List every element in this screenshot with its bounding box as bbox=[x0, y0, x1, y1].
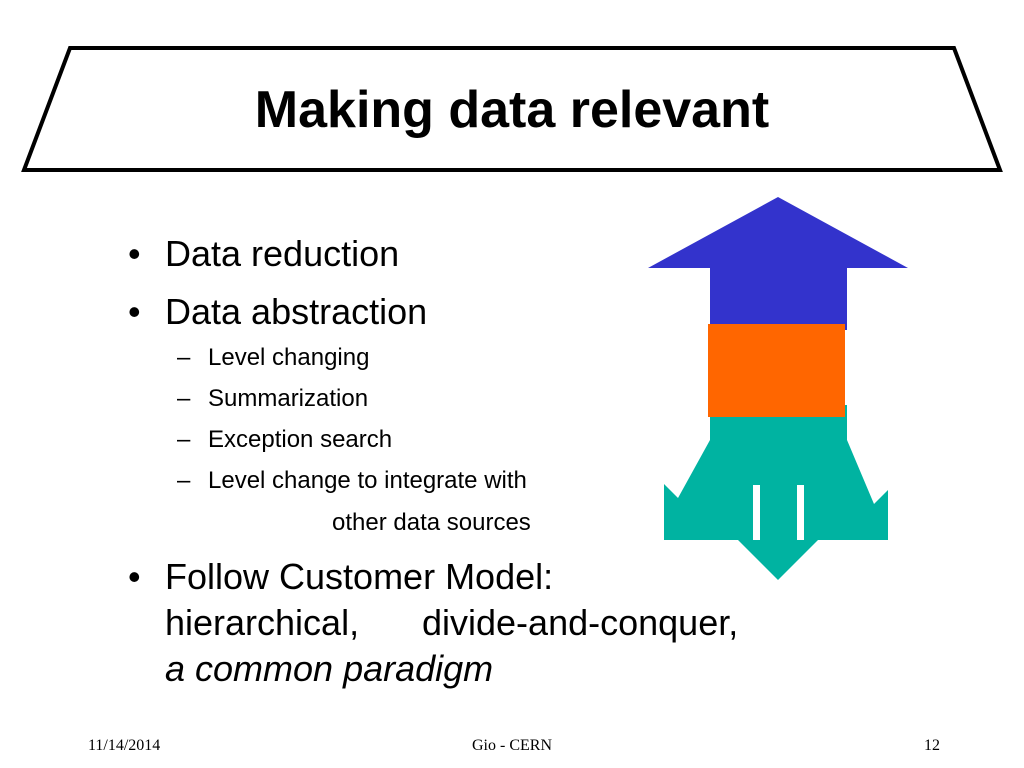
title-banner bbox=[21, 46, 1003, 172]
bullet-data-abstraction: Data abstraction bbox=[165, 291, 428, 332]
bullet-customer-model-line3: a common paradigm bbox=[165, 648, 494, 689]
bullet-dot: • bbox=[128, 556, 141, 597]
sub-bullet-dash: – bbox=[177, 385, 191, 412]
blue-up-arrow bbox=[648, 197, 908, 330]
sub-bullet-dash: – bbox=[177, 467, 191, 494]
sub-bullet-level-changing: Level changing bbox=[208, 344, 370, 371]
bullet-dot: • bbox=[128, 291, 141, 332]
sub-bullet-dash: – bbox=[177, 426, 191, 453]
footer-page-number: 12 bbox=[924, 737, 940, 754]
data-flow-arrow-graphic bbox=[648, 197, 908, 580]
bullet-dot: • bbox=[128, 233, 141, 274]
sub-bullet-continuation: other data sources bbox=[332, 509, 531, 536]
bullet-customer-model-line2a: hierarchical, bbox=[165, 602, 360, 643]
teal-right-diagonal-arrow bbox=[804, 440, 888, 540]
bullet-customer-model-line2b: divide-and-conquer, bbox=[422, 602, 739, 643]
sub-bullet-dash: – bbox=[177, 344, 191, 371]
teal-down-arrow bbox=[738, 484, 818, 580]
slide-title: Making data relevant bbox=[254, 81, 770, 139]
sub-bullet-exception-search: Exception search bbox=[208, 426, 393, 453]
orange-block bbox=[708, 324, 845, 417]
footer-center: Gio - CERN bbox=[472, 737, 552, 754]
bottom-split-arrows bbox=[664, 405, 888, 580]
sub-bullet-level-change: Level change to integrate with bbox=[208, 467, 527, 494]
teal-left-diagonal-arrow bbox=[664, 440, 753, 540]
title-trapezoid bbox=[21, 46, 1003, 172]
footer-date: 11/14/2014 bbox=[88, 737, 161, 754]
bullet-customer-model: Follow Customer Model: bbox=[165, 556, 554, 597]
sub-bullet-summarization: Summarization bbox=[208, 385, 369, 412]
bullet-data-reduction: Data reduction bbox=[165, 233, 400, 274]
